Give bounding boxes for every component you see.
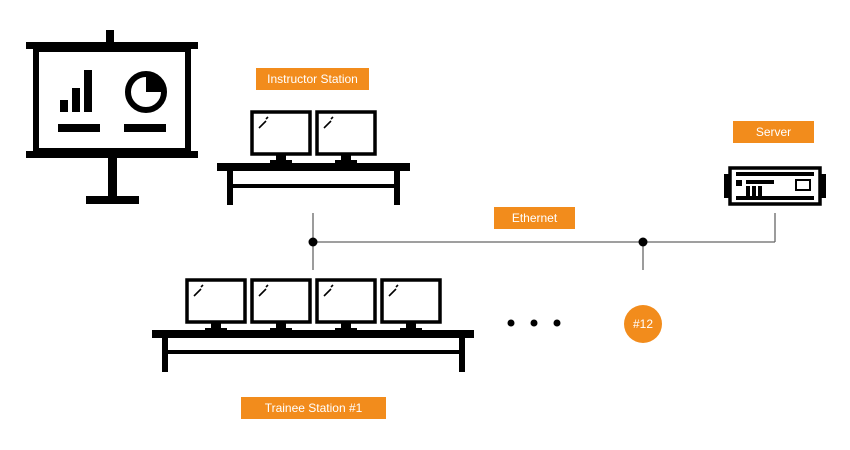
monitor-icon [380,278,442,333]
monitor-icon [185,278,247,333]
network-node [308,237,318,247]
ellipsis-icon [507,319,561,327]
server-label: Server [733,121,814,143]
trainee-station-label: Trainee Station #1 [241,397,386,419]
ethernet-label: Ethernet [494,207,575,229]
monitor-icon [315,278,377,333]
server-icon [724,166,826,206]
trainee-desk-icon [152,278,474,372]
instructor-desk-icon [217,110,410,205]
instructor-station-label: Instructor Station [256,68,369,90]
monitor-icon [315,110,377,165]
station-12-badge: #12 [624,305,662,343]
ethernet-network [308,213,776,270]
network-node [638,237,648,247]
monitor-icon [250,110,312,165]
monitor-icon [250,278,312,333]
presentation-board-icon [26,30,198,204]
